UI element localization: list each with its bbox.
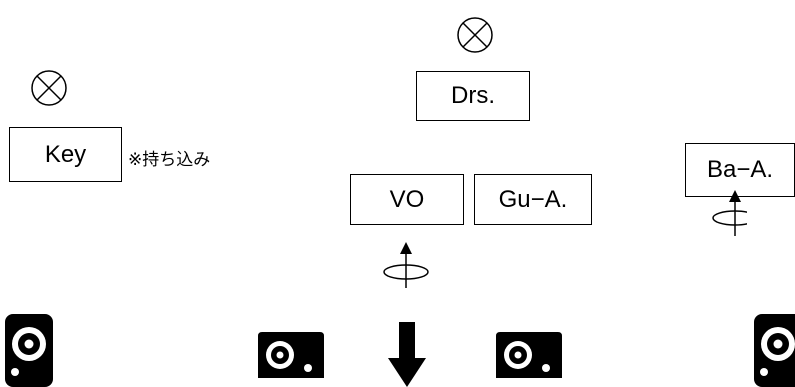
guitar-amp-box: Gu−A. bbox=[474, 174, 592, 225]
vocal-mic-stand-icon bbox=[383, 242, 429, 288]
carry-in-note: ※持ち込み bbox=[128, 150, 211, 170]
right-monitor-icon bbox=[496, 332, 562, 378]
drums-mic-icon bbox=[457, 17, 493, 53]
direction-down-arrow-icon bbox=[388, 322, 426, 387]
keyboard-box: Key bbox=[9, 127, 122, 182]
keyboard-mic-icon bbox=[31, 70, 67, 106]
right-speaker-icon bbox=[754, 314, 795, 387]
drums-box: Drs. bbox=[416, 71, 530, 121]
vocal-box: VO bbox=[350, 174, 464, 225]
left-speaker-icon bbox=[5, 314, 53, 387]
bass-mic-stand-icon bbox=[712, 190, 747, 236]
left-monitor-icon bbox=[258, 332, 324, 378]
